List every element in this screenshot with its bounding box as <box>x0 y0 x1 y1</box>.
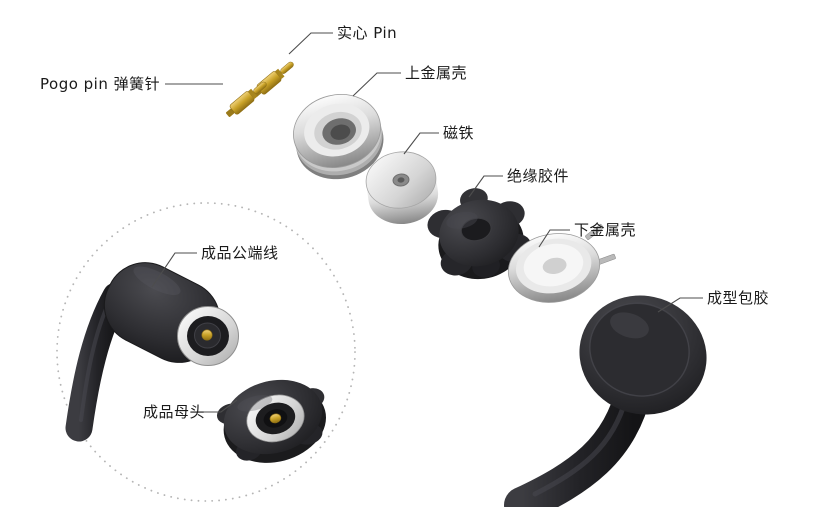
label-upper-shell: 上金属壳 <box>405 64 468 82</box>
solder-legs <box>585 223 616 266</box>
magnet-illustration <box>365 151 439 224</box>
label-pogo-pin: Pogo pin 弹簧针 <box>40 75 161 93</box>
overmold-head <box>579 295 707 415</box>
leader-upper-shell <box>352 72 401 97</box>
insulator-illustration <box>427 188 532 280</box>
lower-shell-illustration <box>507 223 616 303</box>
leader-solid-pin <box>288 32 333 55</box>
pogo-pin-bottom <box>225 81 267 117</box>
label-lower-shell: 下金属壳 <box>574 221 637 239</box>
leader-male-cable <box>151 252 197 288</box>
female-head-illustration <box>216 379 326 463</box>
male-cable-illustration <box>65 262 239 442</box>
male-connector-face <box>177 306 239 366</box>
leader-female-head <box>194 399 238 413</box>
upper-shell-illustration <box>293 94 384 180</box>
leader-lower-shell <box>538 229 570 248</box>
female-gold-contact <box>269 413 282 424</box>
label-magnet: 磁铁 <box>443 124 475 142</box>
overmold-connector-illustration <box>504 295 707 507</box>
leader-overmold <box>657 297 703 313</box>
label-insulator: 绝缘胶件 <box>507 167 570 185</box>
leader-magnet <box>403 132 439 155</box>
leader-lines <box>151 32 703 413</box>
solid-pins-illustration <box>225 61 294 117</box>
dotted-circle <box>56 202 356 502</box>
leader-insulator <box>468 175 503 198</box>
overmold-cable-highlight <box>532 395 629 497</box>
label-overmold: 成型包胶 <box>707 289 770 307</box>
label-female-head: 成品母头 <box>143 403 206 421</box>
male-gold-pin-contact <box>201 329 213 341</box>
label-male-cable: 成品公端线 <box>201 244 279 262</box>
label-solid-pin: 实心 Pin <box>337 24 398 42</box>
